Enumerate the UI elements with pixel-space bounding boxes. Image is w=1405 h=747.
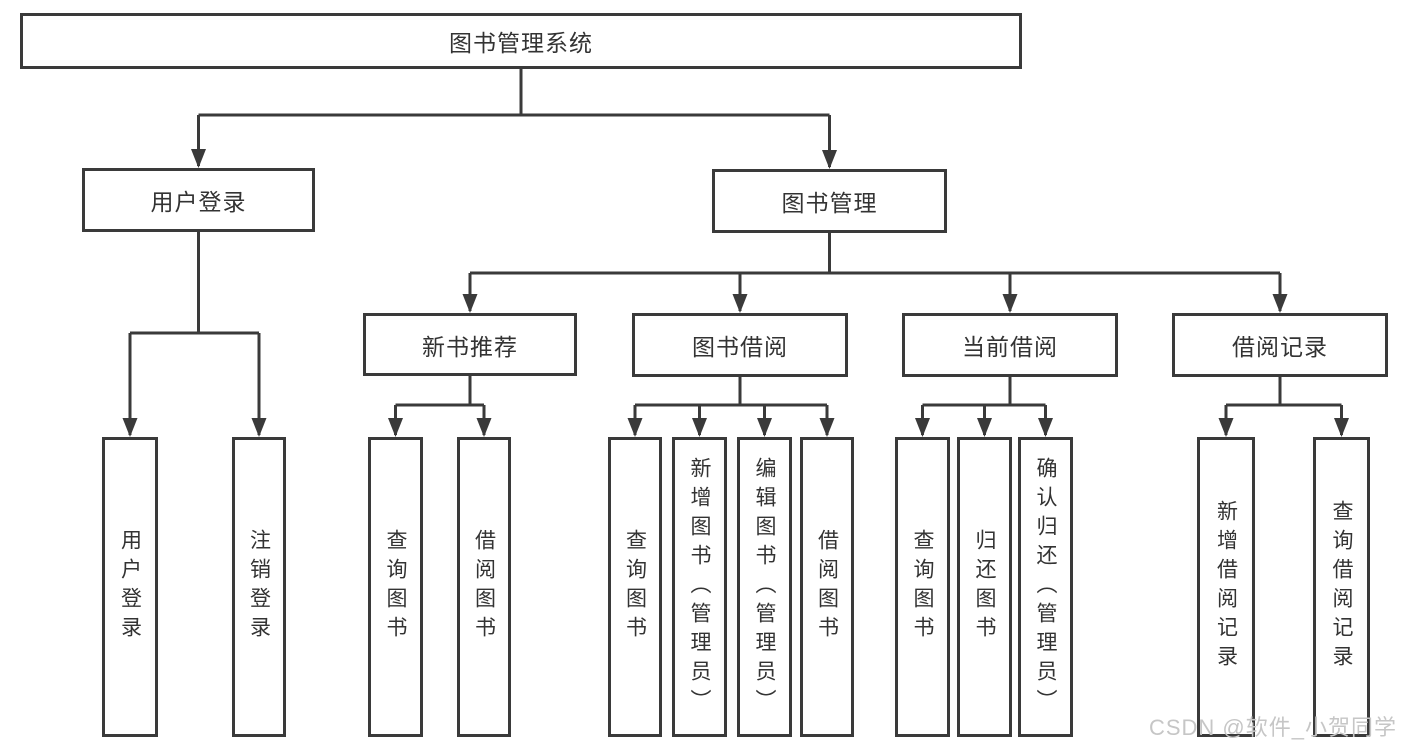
new-book-connectors	[388, 376, 492, 437]
book-mgmt-connectors	[462, 233, 1288, 313]
leaf-query-books-borrow: 查询图书	[608, 437, 662, 737]
leaf-query-borrow-record: 查询借阅记录	[1313, 437, 1370, 737]
borrow-record-connectors	[1218, 377, 1349, 437]
leaf-edit-books-admin: 编辑图书（管理员）	[737, 437, 792, 737]
book-borrow-connectors	[627, 377, 835, 437]
csdn-watermark: CSDN @软件_小贺同学	[1148, 715, 1397, 740]
current-borrow-connectors	[915, 377, 1053, 437]
leaf-return-books: 归还图书	[957, 437, 1012, 737]
node-borrow-record: 借阅记录	[1172, 313, 1388, 377]
node-current-borrow: 当前借阅	[902, 313, 1118, 377]
node-root: 图书管理系统	[20, 13, 1022, 69]
level1-connectors	[191, 69, 837, 169]
node-book-management: 图书管理	[712, 169, 947, 233]
user-login-connectors	[122, 232, 267, 437]
leaf-query-books-current: 查询图书	[895, 437, 950, 737]
leaf-query-books-recommend: 查询图书	[368, 437, 423, 737]
leaf-confirm-return-admin: 确认归还（管理员）	[1018, 437, 1073, 737]
node-new-book-recommend: 新书推荐	[363, 313, 577, 376]
leaf-add-borrow-record: 新增借阅记录	[1197, 437, 1255, 737]
leaf-user-login: 用户登录	[102, 437, 158, 737]
leaf-borrow-books: 借阅图书	[800, 437, 854, 737]
leaf-logout: 注销登录	[232, 437, 286, 737]
leaf-borrow-books-recommend: 借阅图书	[457, 437, 511, 737]
node-user-login: 用户登录	[82, 168, 315, 232]
leaf-add-books-admin: 新增图书（管理员）	[672, 437, 727, 737]
node-book-borrow: 图书借阅	[632, 313, 848, 377]
